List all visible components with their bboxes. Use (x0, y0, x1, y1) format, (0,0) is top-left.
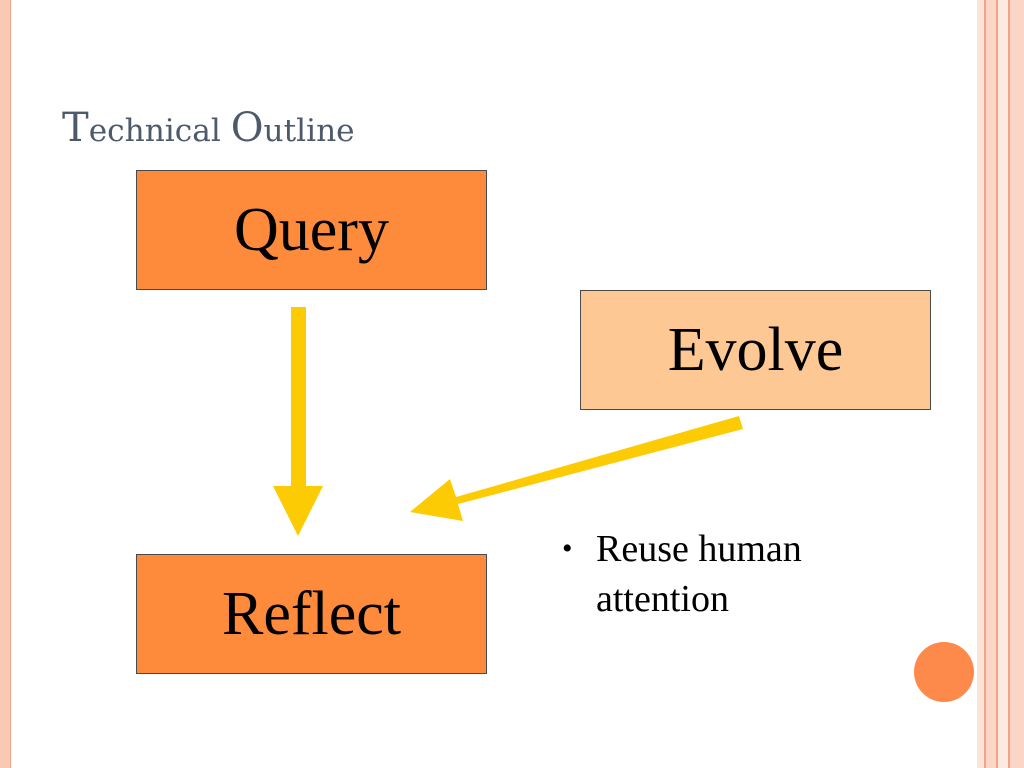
evolve-label: Evolve (667, 315, 844, 384)
bullet-list: • Reuse human attention (562, 524, 902, 624)
title-second-letter: O (230, 105, 264, 151)
title-rest-2: utline (263, 113, 355, 149)
decorative-circle (914, 642, 974, 702)
query-box: Query (136, 170, 487, 290)
evolve-to-reflect-arrow (410, 416, 743, 521)
bullet-item: Reuse human attention (596, 528, 802, 620)
bullet-marker: • (562, 532, 573, 565)
slide-title: Technical Outline (62, 108, 355, 148)
query-to-reflect-arrow (273, 307, 323, 536)
reflect-label: Reflect (221, 579, 401, 648)
right-frame-stripes (977, 0, 1024, 768)
evolve-box: Evolve (580, 290, 931, 410)
query-label: Query (234, 195, 389, 264)
reflect-box: Reflect (136, 554, 487, 674)
left-frame-stripe (0, 0, 11, 768)
title-first-letter: T (62, 105, 89, 151)
title-rest-1: echnical (88, 113, 231, 149)
